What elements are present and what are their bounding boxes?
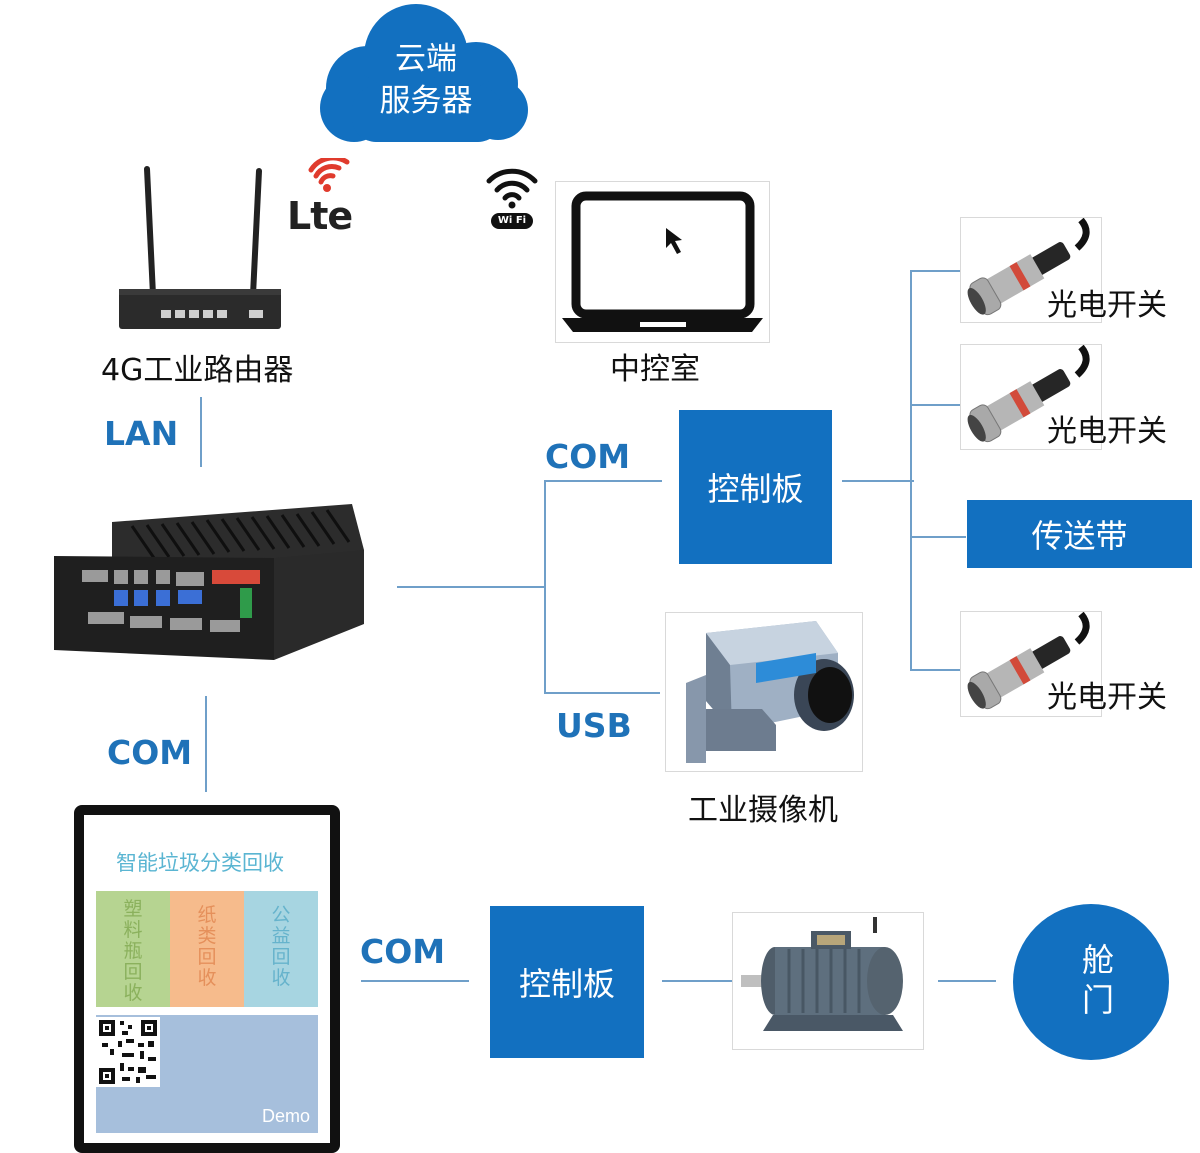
sensor2-line bbox=[910, 404, 960, 406]
category-plastic[interactable]: 塑料瓶回收 bbox=[96, 891, 170, 1007]
sensor-label-1: 光电开关 bbox=[1047, 288, 1167, 323]
control-board-bottom: 控制板 bbox=[490, 906, 644, 1058]
kiosk-tablet: 智能垃圾分类回收 塑料瓶回收 纸类回收 公益回收 bbox=[74, 805, 340, 1153]
lte-text: Lte bbox=[287, 194, 353, 238]
tablet-com-line bbox=[361, 980, 469, 982]
lte-logo: Lte bbox=[285, 158, 365, 240]
lan-line bbox=[200, 397, 202, 467]
control-room-label: 中控室 bbox=[610, 352, 700, 387]
wifi-icon: Wi Fi bbox=[481, 161, 543, 233]
sensor3-line bbox=[910, 669, 960, 671]
conveyor-box: 传送带 bbox=[967, 500, 1192, 568]
category-plastic-label: 塑料瓶回收 bbox=[123, 898, 143, 1004]
camera-image bbox=[665, 612, 863, 772]
sensor1-line bbox=[910, 270, 960, 272]
motor-hatch-line bbox=[938, 980, 996, 982]
board-motor-line bbox=[662, 980, 732, 982]
board-to-sensors-line bbox=[842, 480, 914, 482]
hatch-circle bbox=[1013, 904, 1169, 1060]
cloud-line2: 服务器 bbox=[379, 83, 473, 119]
sensor-label-2: 光电开关 bbox=[1047, 414, 1167, 449]
branch-com-line bbox=[544, 480, 662, 482]
category-charity-label: 公益回收 bbox=[271, 904, 291, 989]
laptop-image bbox=[555, 181, 770, 343]
category-charity[interactable]: 公益回收 bbox=[244, 891, 318, 1007]
kiosk-screen: 智能垃圾分类回收 塑料瓶回收 纸类回收 公益回收 bbox=[84, 815, 330, 1143]
sensor-bus-line bbox=[910, 270, 912, 670]
sensor-image-1 bbox=[960, 217, 1102, 323]
com-bottom-label: COM bbox=[360, 932, 446, 971]
com-top-label: COM bbox=[545, 437, 631, 476]
usb-label: USB bbox=[556, 706, 632, 745]
industrial-pc-image bbox=[52, 500, 368, 662]
conveyor-line bbox=[910, 536, 966, 538]
sensor-image-2 bbox=[960, 344, 1102, 450]
wifi-text: Wi Fi bbox=[497, 215, 527, 226]
branch-vertical-line bbox=[544, 480, 546, 694]
category-paper-label: 纸类回收 bbox=[197, 904, 217, 989]
motor-image bbox=[732, 912, 924, 1050]
com-left-line bbox=[205, 696, 207, 792]
qr-code-icon bbox=[96, 1017, 160, 1087]
sensor-label-3: 光电开关 bbox=[1047, 680, 1167, 715]
lan-label: LAN bbox=[104, 414, 179, 453]
ipc-trunk-line bbox=[397, 586, 545, 588]
camera-label: 工业摄像机 bbox=[688, 793, 838, 828]
category-paper[interactable]: 纸类回收 bbox=[170, 891, 244, 1007]
cloud-shape bbox=[320, 4, 528, 142]
router-label: 4G工业路由器 bbox=[101, 353, 294, 388]
demo-panel: Demo bbox=[96, 1015, 318, 1133]
control-board-top: 控制板 bbox=[679, 410, 832, 564]
branch-usb-line bbox=[544, 692, 660, 694]
router-image bbox=[115, 163, 285, 333]
hatch-label: 舱门 bbox=[1081, 941, 1114, 1019]
demo-text: Demo bbox=[261, 1106, 310, 1126]
sensor-image-3 bbox=[960, 611, 1102, 717]
kiosk-title: 智能垃圾分类回收 bbox=[116, 851, 284, 875]
com-left-label: COM bbox=[107, 733, 193, 772]
cloud-line1: 云端 bbox=[395, 41, 457, 77]
